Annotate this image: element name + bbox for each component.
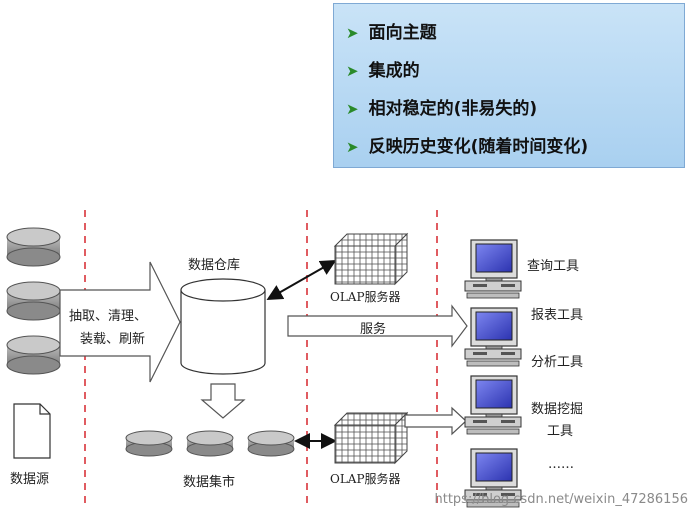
warehouse-cylinder [180,278,266,375]
feature-item: ➤集成的 [346,61,420,81]
data-mart-label: 数据集市 [183,475,236,490]
down-arrow [200,383,246,419]
feature-item: ➤面向主题 [346,23,437,43]
data-source-label: 数据源 [10,472,50,487]
source-disk [6,281,61,321]
source-disk [6,335,61,375]
checkmark-icon: ➤ [346,100,359,118]
feature-item: ➤反映历史变化(随着时间变化) [346,137,589,157]
service-label: 服务 [360,322,387,337]
olap-cube [333,411,409,465]
tool-query-label: 查询工具 [527,259,580,274]
source-disk [6,227,61,267]
service-arrow [287,304,468,348]
warehouse-label: 数据仓库 [188,258,241,273]
tool-mining-label-1: 数据挖掘 [531,402,584,417]
mining-arrow [404,406,467,436]
checkmark-icon: ➤ [346,24,359,42]
checkmark-icon: ➤ [346,62,359,80]
olap-label-top: OLAP服务器 [330,290,401,304]
tool-report-label: 报表工具 [531,308,584,323]
feature-box: ➤面向主题 ➤集成的 ➤相对稳定的(非易失的) ➤反映历史变化(随着时间变化) [333,3,685,168]
tool-analysis-label: 分析工具 [531,355,584,370]
etl-arrow [59,261,181,383]
mart-disk [125,430,173,457]
computer-icon [464,239,522,299]
computer-icon [464,448,522,508]
checkmark-icon: ➤ [346,138,359,156]
feature-item: ➤相对稳定的(非易失的) [346,99,538,119]
etl-label-line1: 抽取、清理、 [69,309,148,324]
computer-icon [464,307,522,367]
tool-mining-label-2: 工具 [547,424,574,439]
document-icon [13,403,51,459]
olap-cube [333,232,409,286]
etl-label-line2: 装载、刷新 [80,332,146,347]
olap-link-top [266,260,337,300]
divider-lines [84,210,438,505]
watermark: https://blog.csdn.net/weixin_47286156 [434,492,688,507]
olap-label-bottom: OLAP服务器 [330,472,401,486]
computer-icon [464,375,522,435]
mart-disk [186,430,234,457]
tool-more-label: …… [548,457,574,472]
mart-disk [247,430,295,457]
